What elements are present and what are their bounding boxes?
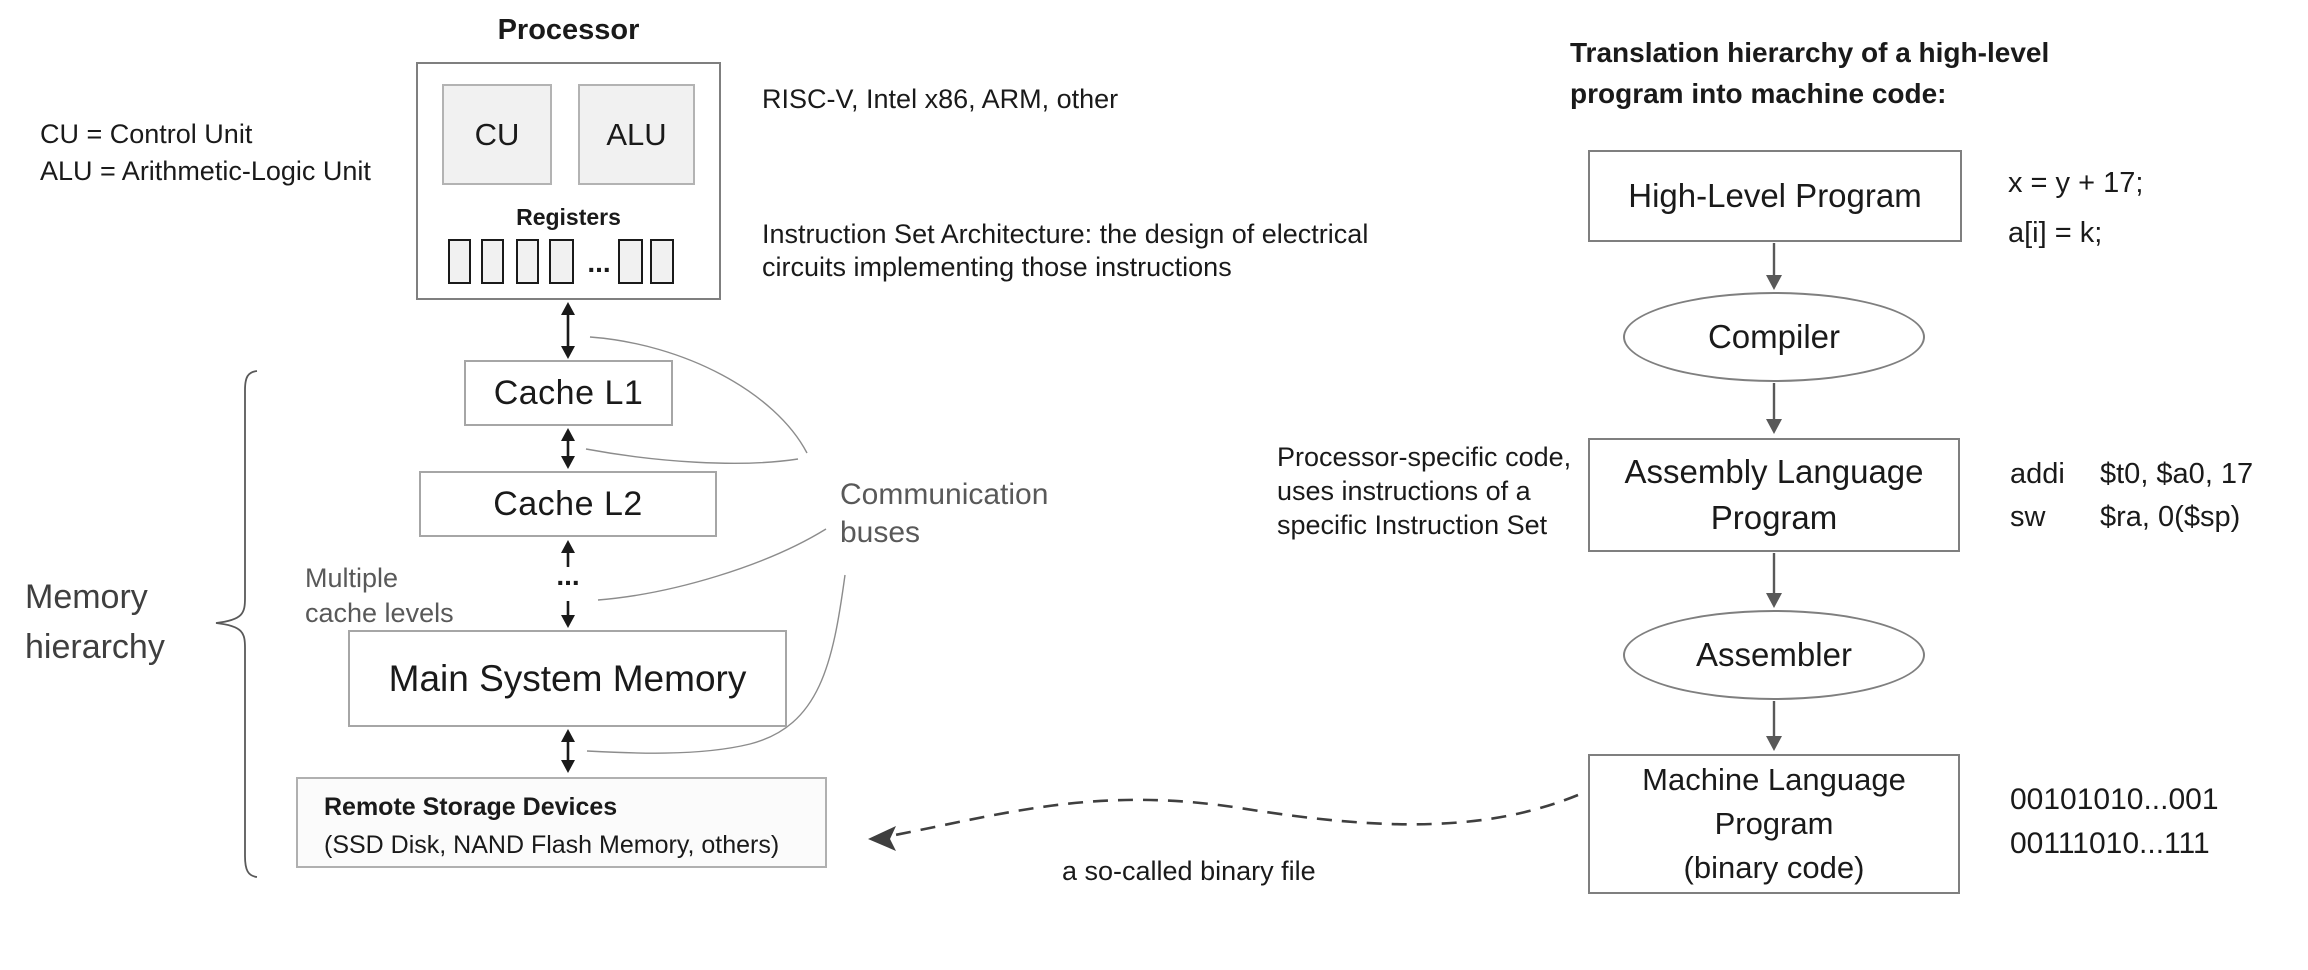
- machine-label-line-2: Program: [1714, 806, 1834, 841]
- comm-buses-line-1: Communication: [840, 478, 1049, 511]
- memory-hierarchy-line-2: hierarchy: [25, 628, 165, 666]
- cache-l1-box: Cache L1: [464, 360, 673, 426]
- asm-op: sw: [2010, 501, 2046, 533]
- processor-title: Processor: [497, 14, 640, 46]
- processor-specific-note: Processor-specific code, uses instructio…: [1277, 440, 1571, 542]
- machine-label-line-1: Machine Language: [1642, 762, 1906, 797]
- register-cell: [650, 239, 674, 284]
- multiple-cache-levels-label: Multiple cache levels: [305, 561, 454, 631]
- main-memory-label: Main System Memory: [388, 657, 747, 699]
- machine-program-box: Machine Language Program (binary code): [1588, 754, 1960, 894]
- memory-hierarchy-brace: [215, 370, 258, 878]
- cu-alu-legend: CU = Control Unit ALU = Arithmetic-Logic…: [40, 116, 371, 190]
- compiler-ellipse: Compiler: [1623, 292, 1925, 382]
- communication-buses-label: Communication buses: [840, 476, 1048, 552]
- legend-line-1: CU = Control Unit: [40, 119, 253, 149]
- high-level-program-label: High-Level Program: [1628, 177, 1922, 214]
- registers-label: Registers: [516, 204, 621, 230]
- translation-title-line-2: program into machine code:: [1570, 78, 1947, 109]
- asm-code-row: addi $t0, $a0, 17: [2010, 453, 2253, 496]
- remote-storage-subtitle: (SSD Disk, NAND Flash Memory, others): [324, 831, 780, 859]
- bus-arrow-dots-memory: [561, 601, 575, 628]
- remote-storage-title: Remote Storage Devices: [324, 793, 618, 821]
- machine-code-line-2: 00111010...111: [2010, 827, 2210, 860]
- binary-file-dashed-arrow: [868, 793, 1579, 851]
- isa-definition-line-2: circuits implementing those instructions: [762, 252, 1232, 282]
- high-level-program-box: High-Level Program: [1588, 150, 1962, 242]
- multiple-cache-line-2: cache levels: [305, 598, 454, 628]
- bus-arrow-memory-storage: [561, 729, 575, 773]
- bus-arrow-processor-l1: [561, 302, 575, 359]
- register-cell: [618, 239, 643, 284]
- bus-arrow-l1-l2: [561, 428, 575, 469]
- isa-definition-note: Instruction Set Architecture: the design…: [762, 218, 1368, 284]
- compiler-label: Compiler: [1707, 318, 1841, 355]
- assembly-program-box: Assembly Language Program: [1588, 438, 1960, 552]
- register-cell: [481, 239, 504, 284]
- assembler-label: Assembler: [1696, 636, 1852, 673]
- cache-levels-ellipsis: ...: [556, 560, 580, 591]
- translation-title-line-1: Translation hierarchy of a high-level: [1570, 37, 2050, 68]
- register-cell: [516, 239, 539, 284]
- memory-hierarchy-label: Memory hierarchy: [25, 572, 165, 672]
- proc-specific-line-2: uses instructions of a: [1277, 476, 1531, 506]
- assembly-label-line-2: Program: [1710, 499, 1838, 536]
- assembler-ellipse: Assembler: [1623, 610, 1925, 700]
- isa-examples-note: RISC-V, Intel x86, ARM, other: [762, 84, 1119, 114]
- cache-l1-label: Cache L1: [493, 373, 644, 412]
- binary-file-note: a so-called binary file: [1062, 856, 1316, 886]
- bus-arrow-l2-dots: [561, 540, 575, 567]
- register-ellipsis: ...: [587, 247, 611, 278]
- assembly-label-line-1: Assembly Language: [1624, 453, 1924, 490]
- cu-box: CU: [442, 84, 552, 185]
- flow-arrow-compiler-assembly: [1766, 383, 1782, 434]
- proc-specific-line-3: specific Instruction Set: [1277, 510, 1548, 540]
- asm-op: addi: [2010, 458, 2065, 490]
- asm-args: $t0, $a0, 17: [2100, 458, 2254, 490]
- high-level-code-sample: x = y + 17; a[i] = k;: [2008, 158, 2143, 258]
- alu-label: ALU: [606, 116, 667, 152]
- asm-code-row: sw $ra, 0($sp): [2010, 496, 2253, 539]
- memory-hierarchy-line-1: Memory: [25, 578, 148, 616]
- register-cell: [448, 239, 471, 284]
- asm-args: $ra, 0($sp): [2100, 501, 2241, 533]
- cache-l2-box: Cache L2: [419, 471, 717, 537]
- translation-hierarchy-title: Translation hierarchy of a high-level pr…: [1570, 32, 2049, 114]
- multiple-cache-line-1: Multiple: [305, 563, 399, 593]
- cache-l2-label: Cache L2: [493, 484, 643, 523]
- comm-buses-line-2: buses: [840, 516, 921, 549]
- proc-specific-line-1: Processor-specific code,: [1277, 442, 1572, 472]
- alu-box: ALU: [578, 84, 695, 185]
- flow-arrow-hl-compiler: [1766, 243, 1782, 290]
- main-memory-box: Main System Memory: [348, 630, 787, 727]
- isa-definition-line-1: Instruction Set Architecture: the design…: [762, 219, 1369, 249]
- machine-code-sample: 00101010...001 00111010...111: [2010, 778, 2219, 866]
- machine-label-line-3: (binary code): [1683, 850, 1865, 885]
- register-cell: [549, 239, 574, 284]
- comm-bus-callout-curves: [585, 336, 846, 754]
- machine-code-line-1: 00101010...001: [2010, 783, 2219, 816]
- remote-storage-box: Remote Storage Devices (SSD Disk, NAND F…: [296, 777, 827, 868]
- assembly-code-sample: addi $t0, $a0, 17 sw $ra, 0($sp): [2010, 453, 2253, 539]
- hl-code-line-2: a[i] = k;: [2008, 217, 2103, 249]
- legend-line-2: ALU = Arithmetic-Logic Unit: [40, 156, 371, 186]
- processor-box: CU ALU Registers ...: [416, 62, 721, 300]
- hl-code-line-1: x = y + 17;: [2008, 167, 2144, 199]
- flow-arrow-assembler-machine: [1766, 701, 1782, 751]
- flow-arrow-assembly-assembler: [1766, 553, 1782, 608]
- cu-label: CU: [474, 116, 520, 152]
